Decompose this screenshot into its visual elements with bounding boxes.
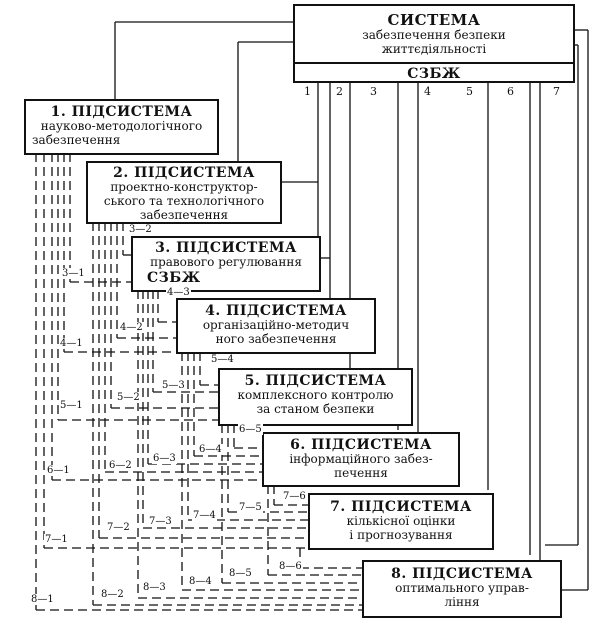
column-number: 3 [370, 85, 377, 98]
link-label: 8—4 [188, 576, 213, 587]
subsystem-desc: забезпечення [139, 207, 229, 222]
subsystem-desc: ління [444, 594, 480, 609]
link-label: 7—2 [106, 522, 131, 533]
system-line-2: життєдіяльності [381, 42, 487, 57]
subsystem-title: 1. ПІДСИСТЕМА [50, 104, 193, 120]
link-label: 7—1 [44, 534, 69, 545]
subsystem-title: 6. ПІДСИСТЕМА [290, 437, 432, 453]
subsystem-desc: і прогнозування [349, 527, 453, 542]
column-number: 4 [424, 85, 431, 98]
subsystem-title: 8. ПІДСИСТЕМА [391, 566, 533, 582]
link-label: 6—5 [238, 424, 263, 435]
link-label: 6—3 [152, 453, 177, 464]
subsystem-4-box: 4. ПІДСИСТЕМА організаційно-методич ного… [176, 298, 376, 354]
subsystem-desc: ського та технологічного [103, 193, 265, 208]
subsystem-desc: науково-методологічного [40, 119, 203, 134]
subsystem-6-box: 6. ПІДСИСТЕМА інформаційного забез- пече… [262, 432, 460, 487]
subsystem-desc: інформаційного забез- [289, 452, 433, 467]
link-label: 8—3 [142, 582, 167, 593]
link-label: 7—3 [148, 516, 173, 527]
subsystem-title: 3. ПІДСИСТЕМА [155, 240, 297, 256]
subsystem-desc: за станом безпеки [256, 401, 375, 416]
subsystem-desc: оптимального управ- [395, 581, 529, 596]
subsystem-8-box: 8. ПІДСИСТЕМА оптимального управ- ління [362, 560, 562, 618]
link-label: 4—2 [119, 322, 144, 333]
link-label: 6—1 [46, 465, 71, 476]
column-number: 5 [466, 85, 473, 98]
subsystem-desc: правового регулювання [150, 255, 302, 270]
column-number: 7 [553, 85, 560, 98]
column-number: 6 [507, 85, 514, 98]
system-title: СИСТЕМА [387, 11, 481, 29]
subsystem-title: 7. ПІДСИСТЕМА [330, 499, 472, 515]
link-label: 4—1 [59, 338, 84, 349]
system-abbr: СЗБЖ [295, 61, 573, 82]
link-label: 3—2 [128, 224, 153, 235]
link-label: 6—2 [108, 460, 133, 471]
link-label: 7—5 [238, 502, 263, 513]
link-label: 8—5 [228, 568, 253, 579]
subsystem-desc: ного забезпечення [215, 331, 337, 346]
system-line-1: забезпечення безпеки [362, 28, 506, 43]
subsystem-2-box: 2. ПІДСИСТЕМА проектно-конструктор- сько… [86, 161, 282, 224]
link-label: 5—2 [116, 392, 141, 403]
subsystem-3-box: 3. ПІДСИСТЕМА правового регулювання СЗБЖ [131, 236, 321, 292]
subsystem-desc: СЗБЖ [147, 269, 201, 286]
subsystem-desc: комплексного контролю [237, 388, 394, 403]
subsystem-1-box: 1. ПІДСИСТЕМА науково-методологічного за… [24, 99, 219, 155]
system-box: СИСТЕМА забезпечення безпеки життєдіяльн… [293, 4, 575, 83]
link-label: 4—3 [166, 287, 191, 298]
subsystem-desc: кількісної оцінки [346, 514, 456, 529]
link-label: 8—1 [30, 594, 55, 605]
subsystem-title: 5. ПІДСИСТЕМА [244, 373, 387, 389]
subsystem-title: 2. ПІДСИСТЕМА [113, 165, 255, 181]
subsystem-desc: проектно-конструктор- [110, 180, 258, 195]
link-label: 7—6 [282, 491, 307, 502]
subsystem-title: 4. ПІДСИСТЕМА [205, 303, 347, 319]
column-number: 1 [304, 85, 311, 98]
link-label: 5—4 [210, 354, 235, 365]
subsystem-7-box: 7. ПІДСИСТЕМА кількісної оцінки і прогно… [308, 493, 494, 550]
subsystem-desc: печення [334, 465, 388, 480]
link-label: 7—4 [192, 510, 217, 521]
link-label: 6—4 [198, 444, 223, 455]
link-label: 5—3 [161, 380, 186, 391]
column-number: 2 [336, 85, 343, 98]
link-label: 8—6 [278, 561, 303, 572]
subsystem-desc: забезпечення [32, 132, 121, 147]
subsystem-desc: організаційно-методич [202, 318, 350, 333]
subsystem-5-box: 5. ПІДСИСТЕМА комплексного контролю за с… [218, 368, 413, 426]
link-label: 5—1 [59, 400, 84, 411]
link-label: 3—1 [61, 268, 86, 279]
link-label: 8—2 [100, 589, 125, 600]
